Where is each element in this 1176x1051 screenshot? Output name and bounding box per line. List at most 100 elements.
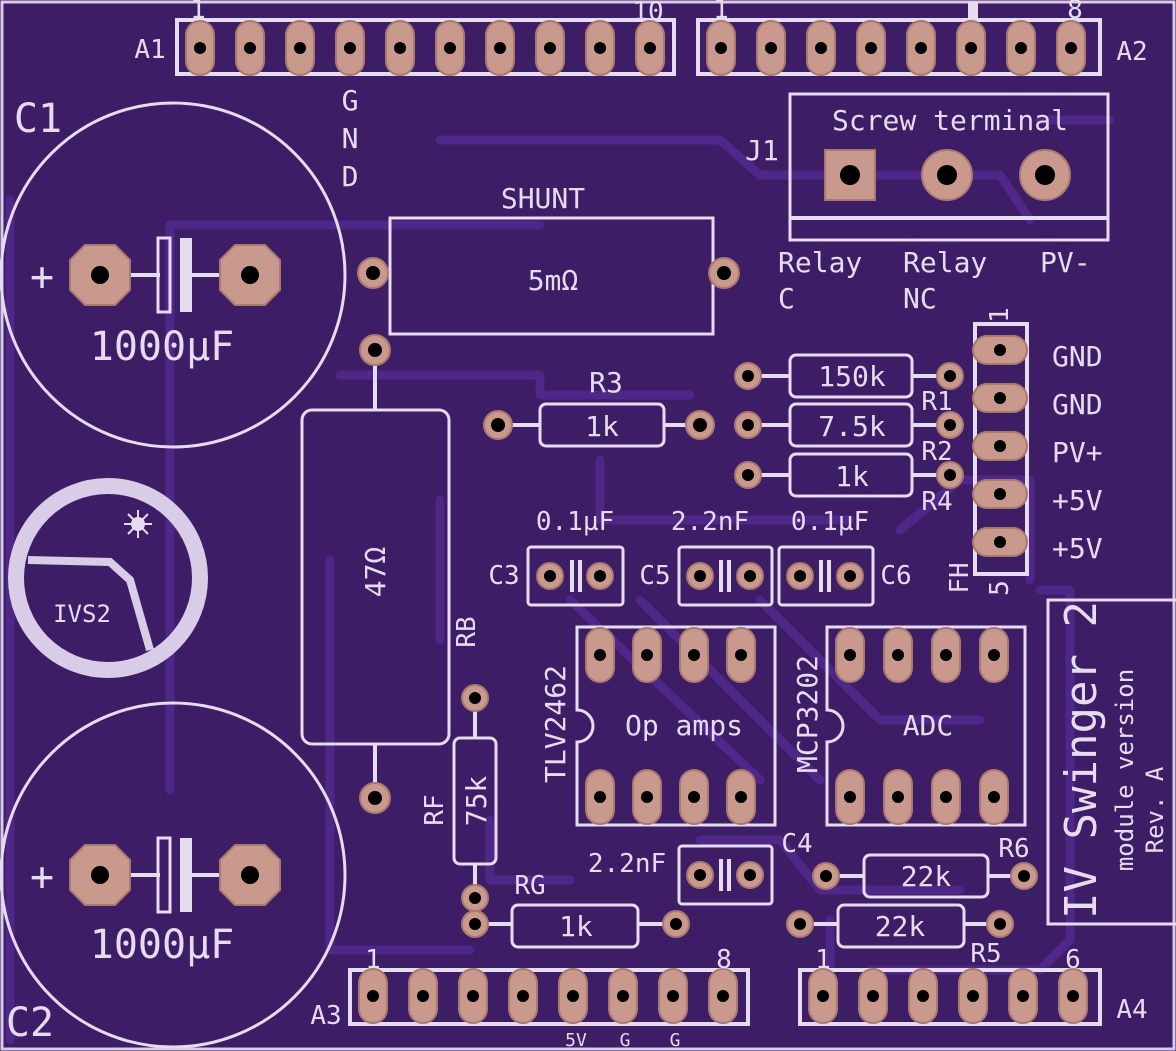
j1-label-relay-nc-text-line-2: NC [903, 282, 937, 315]
u1-top-pin-4-drill [735, 649, 747, 661]
capacitor-c5: 2.2nF C5 [639, 507, 774, 607]
fh-pin-3-label: PV+ [1052, 436, 1103, 469]
a1-pin-5-drill [394, 42, 406, 54]
fh-first-pin: 1 [985, 307, 1015, 323]
a2-pin-4-drill [865, 42, 877, 54]
a1-pin-8-drill [544, 42, 556, 54]
r3-value: 1k [585, 410, 619, 443]
header-a2-first-pin: 1 [713, 0, 729, 25]
a2-pin-1-drill [715, 42, 727, 54]
header-a1-last-pin: 10 [632, 0, 663, 27]
resistor-rg: RG 1k [461, 871, 690, 949]
header-a1-first-pin: 1 [190, 0, 206, 25]
u1-top-pin-1-drill [594, 649, 606, 661]
capacitor-c1: C1 + 1000µF [0, 96, 347, 449]
j1-label-relay-c-text-line-2: C [778, 282, 795, 315]
rg-ref: RG [514, 871, 545, 901]
a1-pin-2-drill [244, 42, 256, 54]
a4-pin-6-drill [1067, 990, 1079, 1002]
ivs2-logo: IVS2 [8, 478, 208, 678]
u2-bottom-pin-3-drill [940, 791, 952, 803]
a2-pin-6-drill [965, 42, 977, 54]
shunt-resistor: SHUNT 5mΩ [357, 182, 740, 336]
resistor-r3: R3 1k [483, 366, 715, 448]
c2-ref: C2 [6, 1000, 54, 1046]
u1-top-pin-3-drill [688, 649, 700, 661]
fh-ref: FH [945, 562, 975, 593]
board-subtitle: module version [1111, 669, 1139, 871]
c4-value: 2.2nF [588, 849, 666, 879]
a3-pin-2-drill [417, 990, 429, 1002]
u2-part: MCP3202 [791, 655, 824, 773]
a3-pin-8-drill [717, 990, 729, 1002]
header-a2: 1 8 A2 [696, 0, 1148, 76]
header-a3-pin-g1: G [620, 1030, 631, 1051]
header-a1: 1 10 A1 G N D [134, 0, 676, 193]
a1-pin-10-drill [644, 42, 656, 54]
resistor-r5: 22k R5 [786, 903, 1014, 969]
r4-value: 1k [835, 460, 869, 493]
resistor-r4: 1k R4 [734, 452, 964, 517]
u2-top-pin-2-drill [892, 649, 904, 661]
c4-ref: C4 [781, 829, 812, 859]
u2-function: ADC [903, 709, 954, 742]
j1-ref: J1 [745, 134, 779, 167]
u1-top-pin-2-drill [641, 649, 653, 661]
header-a3-pin-5v: 5V [565, 1030, 587, 1051]
header-a1-label: A1 [134, 35, 165, 65]
resistor-r2: 7.5k R2 [734, 402, 964, 467]
resistor-r1: 150k R1 [734, 353, 964, 417]
a1-pin-7-drill [494, 42, 506, 54]
gnd-letter-n: N [342, 122, 359, 155]
a4-pin-3-drill [917, 990, 929, 1002]
r3-ref: R3 [589, 366, 623, 399]
j1-label-pv-minus: PV- [1040, 246, 1091, 279]
fh-pin-2-label: GND [1052, 388, 1103, 421]
a3-pin-4-drill [517, 990, 529, 1002]
u1-bottom-pin-1-drill [594, 791, 606, 803]
a2-pin-8-drill [1065, 42, 1077, 54]
fh-pin-5-drill [994, 536, 1006, 548]
capacitor-c3: 0.1µF C3 [488, 507, 625, 607]
r1-value: 150k [818, 360, 886, 393]
r5-value: 22k [875, 910, 926, 943]
u2-bottom-pin-2-drill [892, 791, 904, 803]
c3-ref: C3 [488, 561, 519, 591]
u2-top-pin-1-drill [844, 649, 856, 661]
resistor-r6: 22k R6 [812, 834, 1038, 899]
ic-u2-adc: ADC MCP3202 [791, 625, 1027, 827]
r6-value: 22k [901, 860, 952, 893]
board-title: IV Swinger 2 [1056, 601, 1107, 919]
c1-ref: C1 [14, 96, 62, 142]
rf-ref: RF [420, 794, 450, 825]
fh-pin-1-drill [994, 344, 1006, 356]
rb-value: 47Ω [359, 547, 392, 598]
ic-u1-opamp: Op amps TLV2462 [539, 625, 777, 827]
capacitor-c6: 0.1µF C6 [777, 507, 912, 607]
rb-ref: RB [452, 616, 482, 647]
fh-pin-3-drill [994, 440, 1006, 452]
header-a4-label: A4 [1116, 995, 1147, 1025]
a1-pin-1-drill [194, 42, 206, 54]
a2-pin-5-drill [915, 42, 927, 54]
title-block: IV Swinger 2 module version Rev. A [1046, 598, 1176, 926]
header-a2-last-pin: 8 [1067, 0, 1083, 25]
fh-pin-5-label: +5V [1052, 532, 1103, 565]
pin-marker [968, 2, 978, 20]
u2-top-pin-3-drill [940, 649, 952, 661]
a4-pin-1-drill [817, 990, 829, 1002]
fh-pin-2-drill [994, 392, 1006, 404]
u2-top-pin-4-drill [988, 649, 1000, 661]
header-a3-first-pin: 1 [365, 945, 381, 975]
a3-pin-3-drill [467, 990, 479, 1002]
a2-pin-7-drill [1015, 42, 1027, 54]
u1-function: Op amps [625, 709, 743, 742]
u1-bottom-pin-3-drill [688, 791, 700, 803]
board-revision: Rev. A [1141, 766, 1169, 853]
a1-pin-3-drill [294, 42, 306, 54]
j1-label-relay-nc-text: Relay [903, 246, 987, 279]
a2-pin-3-drill [815, 42, 827, 54]
a1-pin-9-drill [594, 42, 606, 54]
u1-bottom-pin-4-drill [735, 791, 747, 803]
